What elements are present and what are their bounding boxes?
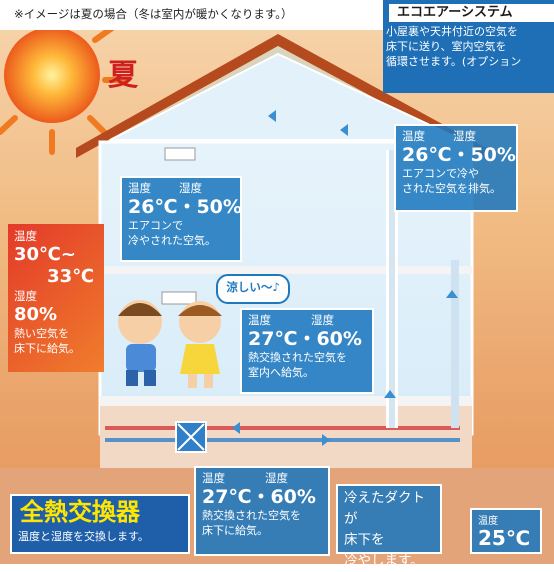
exhaust-desc: された空気を排気。	[402, 182, 501, 195]
underfloor-supply-desc: 熱交換された空気を	[202, 509, 301, 522]
exhaust-value: 26℃・50%	[402, 144, 516, 166]
eco-title: エコエアーシステム	[389, 4, 554, 22]
exchanger-title: 全熱交換器	[20, 498, 140, 526]
note: ※イメージは夏の場合（冬は室内が暖かくなります。）	[14, 7, 293, 21]
exhaust-panel: 温度 湿度 26℃・50% エアコンで冷や された空気を排気。	[394, 124, 518, 212]
humidity-label: 湿度	[265, 471, 288, 485]
underfloor-supply-desc: 床下に給気。	[202, 524, 268, 537]
sun-icon	[0, 30, 128, 155]
duct-text-line: 冷えたダクトが	[344, 490, 425, 527]
exhaust-desc: エアコンで冷や	[402, 167, 479, 180]
temp-label: 温度	[128, 181, 151, 195]
living-desc: エアコンで	[128, 219, 183, 232]
indoor-supply-value: 27℃・60%	[248, 328, 362, 350]
humidity-label: 湿度	[14, 289, 37, 303]
floor-temp-panel: 温度 25℃	[470, 508, 542, 554]
season-label: 夏	[108, 58, 138, 93]
outside-desc: 床下に給気。	[14, 342, 80, 355]
temp-label: 温度	[202, 471, 225, 485]
outside-air-panel: 温度 30℃~ 33℃ 湿度 80% 熱い空気を 床下に給気。	[8, 224, 104, 372]
living-desc: 冷やされた空気。	[128, 234, 216, 247]
eco-desc-line: 循環させます。(オプション	[386, 55, 522, 68]
underfloor-supply-value: 27℃・60%	[202, 486, 316, 508]
indoor-supply-panel: 温度 湿度 27℃・60% 熱交換された空気を 室内へ給気。	[240, 308, 374, 394]
humidity-label: 湿度	[179, 181, 202, 195]
duct-text-line: 床下を	[344, 532, 385, 548]
outside-temp-value: 33℃	[47, 266, 94, 287]
humidity-label: 湿度	[311, 313, 334, 327]
indoor-supply-desc: 熱交換された空気を	[248, 351, 347, 364]
exchanger-panel: 全熱交換器 温度と湿度を交換します。	[10, 494, 190, 554]
eco-description: 小屋裏や天井付近の空気を 床下に送り、室内空気を 循環させます。(オプション	[386, 24, 554, 69]
humidity-label: 湿度	[453, 129, 476, 143]
underfloor-supply-panel: 温度 湿度 27℃・60% 熱交換された空気を 床下に給気。	[194, 466, 330, 556]
duct-text-line: 冷やします。	[344, 553, 424, 569]
floor-temp-value: 25℃	[478, 526, 531, 550]
eco-desc-line: 小屋裏や天井付近の空気を	[386, 25, 518, 38]
temp-label: 温度	[402, 129, 425, 143]
temp-label: 温度	[478, 516, 498, 527]
outside-temp-value: 30℃~	[14, 244, 76, 265]
eco-desc-line: 床下に送り、室内空気を	[386, 40, 507, 53]
speech-bubble: 涼しい〜♪	[216, 274, 290, 304]
temp-label: 温度	[248, 313, 271, 327]
exchanger-desc: 温度と湿度を交換します。	[18, 530, 149, 543]
living-room-panel: 温度 湿度 26℃・50% エアコンで 冷やされた空気。	[120, 176, 242, 262]
outside-desc: 熱い空気を	[14, 327, 69, 340]
indoor-supply-desc: 室内へ給気。	[248, 366, 314, 379]
living-value: 26℃・50%	[128, 196, 242, 218]
outside-humidity-value: 80%	[14, 304, 58, 325]
duct-panel: 冷えたダクトが 床下を 冷やします。	[336, 484, 442, 569]
children-illustration	[118, 300, 222, 388]
temp-label: 温度	[14, 229, 37, 243]
